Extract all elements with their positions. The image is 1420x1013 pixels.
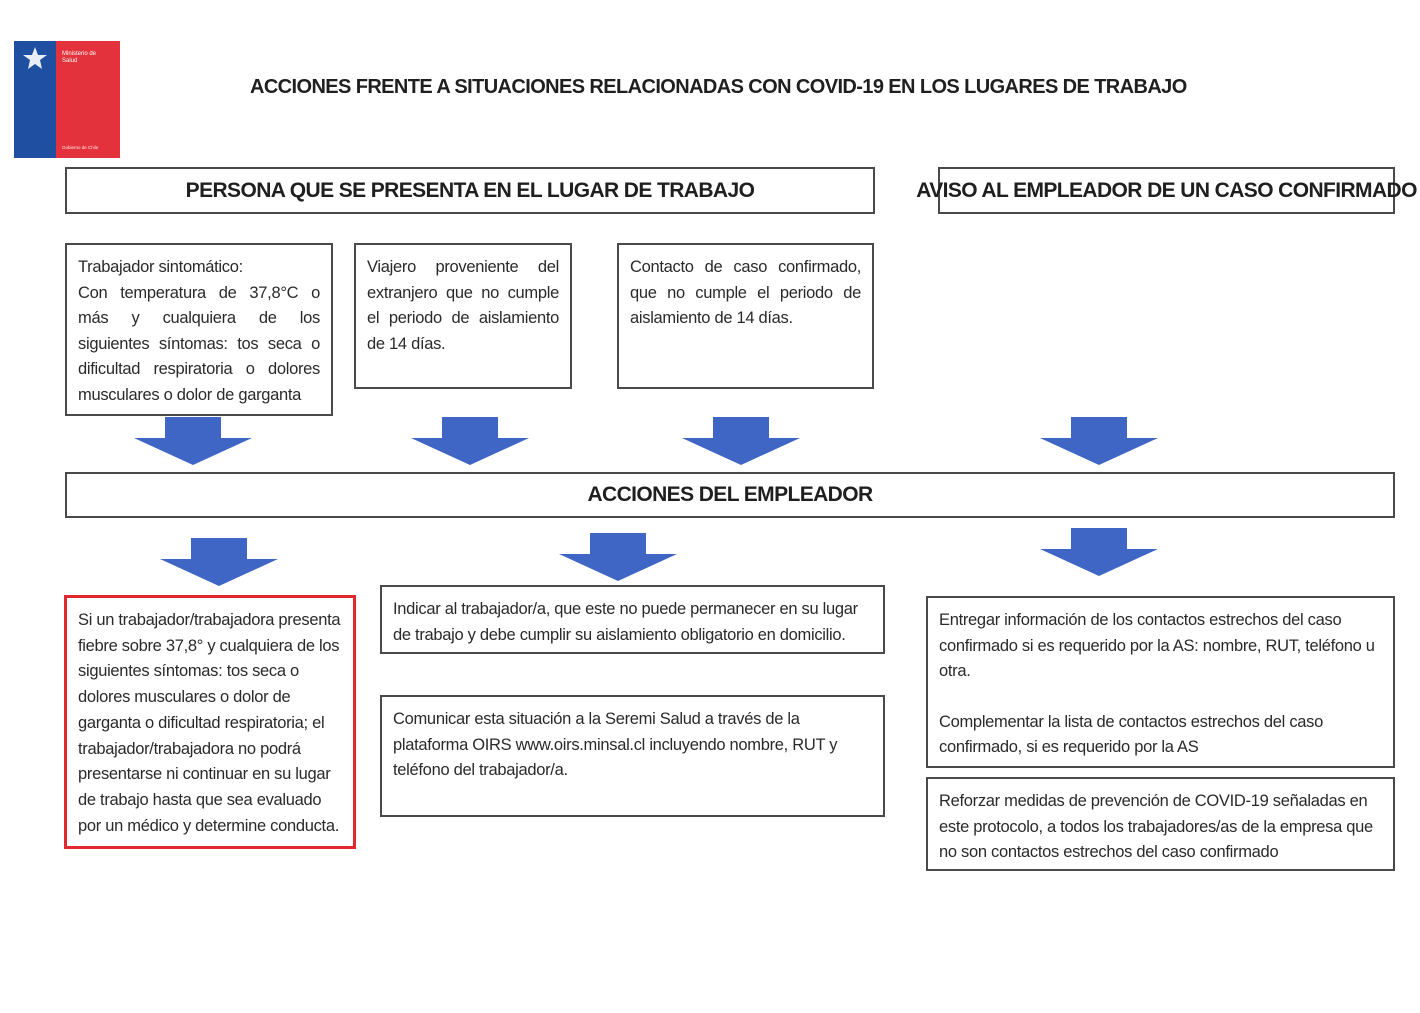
- arrow-down-icon: [1040, 417, 1158, 465]
- action-fiebre-text: Si un trabajador/trabajadora presenta fi…: [78, 611, 341, 835]
- arrow-down-icon: [134, 417, 252, 465]
- action-reforzar: Reforzar medidas de prevención de COVID-…: [926, 777, 1395, 871]
- arrow-down-icon: [160, 538, 278, 586]
- situation-contacto-text: Contacto de caso confirmado, que no cump…: [630, 258, 861, 327]
- logo-footer: Gobierno de Chile: [62, 145, 99, 150]
- arrow-down-icon: [1040, 528, 1158, 576]
- logo-line-1: Ministerio de: [62, 51, 97, 57]
- action-reforzar-text: Reforzar medidas de prevención de COVID-…: [939, 792, 1373, 861]
- header-acciones: ACCIONES DEL EMPLEADOR: [65, 472, 1395, 518]
- situation-viajero: Viajero proveniente del extranjero que n…: [354, 243, 572, 389]
- action-indicar: Indicar al trabajador/a, que este no pue…: [380, 585, 885, 654]
- ministerio-salud-logo: Ministerio de Salud Gobierno de Chile: [14, 41, 120, 158]
- page-title: ACCIONES FRENTE A SITUACIONES RELACIONAD…: [250, 76, 1187, 98]
- action-fiebre: Si un trabajador/trabajadora presenta fi…: [64, 595, 356, 849]
- action-indicar-text: Indicar al trabajador/a, que este no pue…: [393, 600, 858, 644]
- logo-blue-panel: [14, 41, 56, 158]
- logo-text: Ministerio de Salud: [62, 51, 118, 65]
- situation-viajero-text: Viajero proveniente del extranjero que n…: [367, 258, 559, 353]
- action-comunicar-text: Comunicar esta situación a la Seremi Sal…: [393, 710, 838, 779]
- logo-line-2: Salud: [62, 58, 78, 64]
- arrow-down-icon: [411, 417, 529, 465]
- header-aviso-label: AVISO AL EMPLEADOR DE UN CASO CONFIRMADO: [916, 178, 1417, 202]
- header-persona: PERSONA QUE SE PRESENTA EN EL LUGAR DE T…: [65, 167, 875, 214]
- situation-sintomatico-body: Con temperatura de 37,8°C o más y cualqu…: [78, 283, 320, 404]
- situation-contacto: Contacto de caso confirmado, que no cump…: [617, 243, 874, 389]
- situation-sintomatico: Trabajador sintomático: Con temperatura …: [65, 243, 333, 416]
- arrow-down-icon: [682, 417, 800, 465]
- header-acciones-label: ACCIONES DEL EMPLEADOR: [587, 483, 873, 506]
- action-contactos-estrechos: Entregar información de los contactos es…: [926, 596, 1395, 768]
- logo-red-panel: [56, 41, 120, 158]
- header-aviso: AVISO AL EMPLEADOR DE UN CASO CONFIRMADO: [916, 167, 1417, 214]
- action-comunicar: Comunicar esta situación a la Seremi Sal…: [380, 695, 885, 817]
- coat-of-arms-icon: [23, 47, 47, 69]
- action-entregar-text: Entregar información de los contactos es…: [939, 611, 1375, 680]
- action-complementar-text: Complementar la lista de contactos estre…: [939, 712, 1323, 757]
- arrow-down-icon: [559, 533, 677, 581]
- situation-sintomatico-title: Trabajador sintomático:: [78, 258, 243, 276]
- header-persona-label: PERSONA QUE SE PRESENTA EN EL LUGAR DE T…: [185, 178, 755, 202]
